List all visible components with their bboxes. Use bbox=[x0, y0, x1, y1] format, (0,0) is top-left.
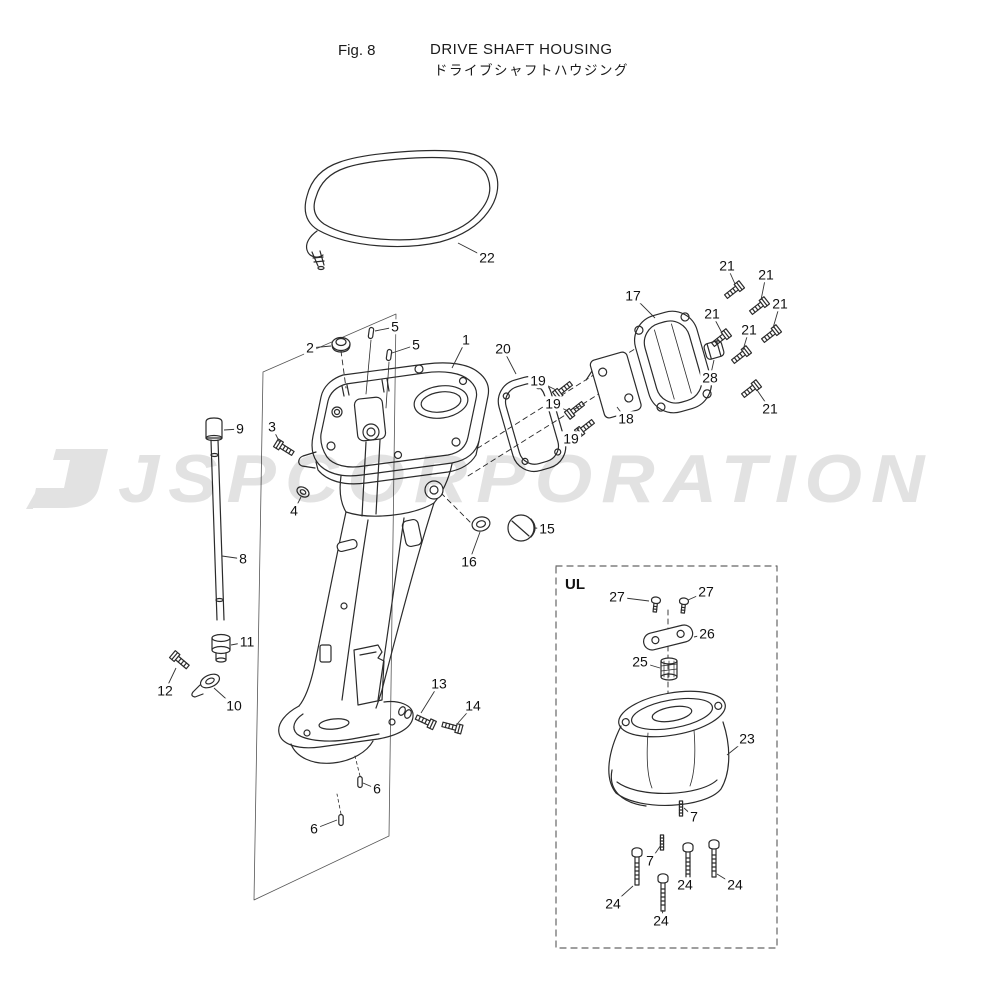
part-24-bolts bbox=[631, 839, 720, 912]
part-18-exhaust-plate bbox=[585, 351, 642, 419]
part-20-gasket bbox=[497, 375, 567, 473]
part-5-dowel-pins bbox=[365, 326, 393, 409]
part-19-bolts bbox=[551, 379, 597, 438]
ul-section-frame bbox=[555, 565, 778, 949]
part-2-seal bbox=[331, 336, 351, 353]
part-8-shift-rod bbox=[210, 439, 225, 621]
part-28-grommet bbox=[703, 340, 725, 360]
part-7-studs bbox=[659, 800, 684, 851]
part-14-bolt bbox=[440, 719, 464, 735]
figure-title-ja: ドライブシャフトハウジング bbox=[434, 63, 629, 78]
part-3-bolt bbox=[272, 438, 296, 458]
part-23-extension-housing bbox=[608, 690, 730, 807]
part-11-rod-bushing bbox=[211, 633, 231, 663]
part-13-bolt-with-washers bbox=[398, 706, 437, 731]
part-10-washer-plate bbox=[191, 673, 221, 698]
part-17-exhaust-cover bbox=[634, 310, 712, 414]
part-9-rod-cap bbox=[205, 417, 223, 442]
part-6-dowel-pins bbox=[336, 755, 363, 827]
part-1-drive-shaft-housing bbox=[278, 362, 490, 764]
part-12-bolt bbox=[168, 650, 192, 672]
figure-title-en: DRIVE SHAFT HOUSING bbox=[430, 41, 613, 58]
assembly-axis-lines bbox=[340, 339, 669, 701]
ul-section-label: UL bbox=[565, 576, 585, 593]
part-4-washer bbox=[296, 486, 310, 498]
part-26-retainer-plate bbox=[643, 624, 694, 651]
part-25-bushing bbox=[660, 657, 678, 681]
part-22-upper-mount-gasket bbox=[304, 150, 499, 271]
part-27-screws bbox=[649, 595, 690, 615]
part-16-washer bbox=[471, 516, 491, 532]
part-15-anode-cap bbox=[507, 514, 536, 542]
group-boundary-outline bbox=[253, 313, 397, 901]
figure-number: Fig. 8 bbox=[338, 42, 376, 59]
